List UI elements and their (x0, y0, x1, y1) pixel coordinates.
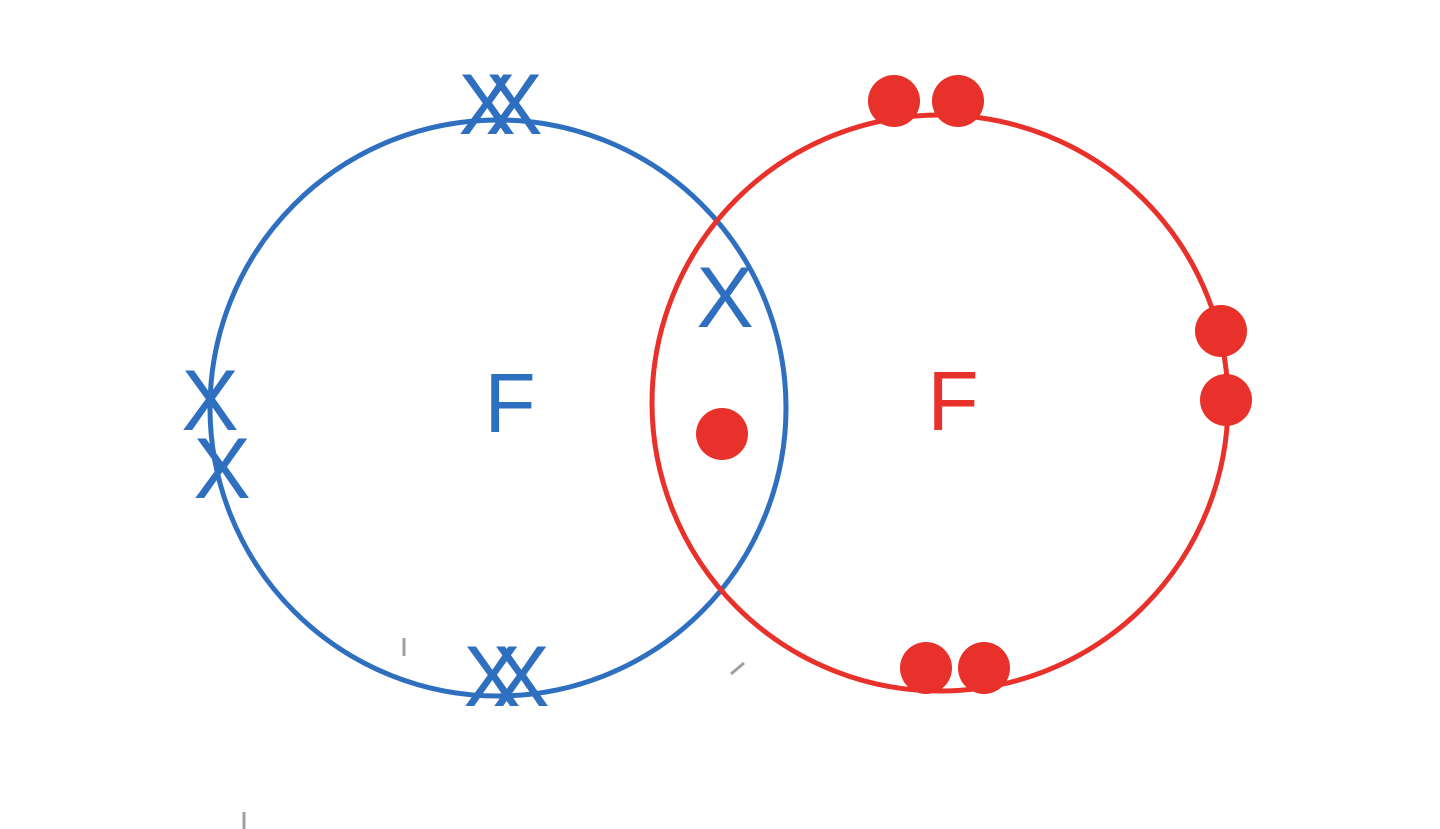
stray-mark-2 (730, 661, 745, 676)
left-bottom-cross-2: X (492, 629, 549, 725)
right-top-dot-2 (932, 75, 984, 127)
left-bottom-cross-1: X (463, 629, 520, 725)
right-bottom-dot-1 (900, 642, 952, 694)
right-top-dot-1 (868, 75, 920, 127)
shared-dot (696, 408, 748, 460)
left-side-cross-1: X (181, 353, 238, 449)
left-atom-shell (207, 117, 789, 699)
right-atom-label: F (927, 354, 978, 448)
left-side-cross-2: X (193, 421, 250, 517)
left-top-cross-2: X (485, 57, 542, 153)
right-bottom-dot-2 (958, 642, 1010, 694)
shared-cross: X (696, 250, 753, 346)
right-side-dot-1 (1195, 305, 1247, 357)
right-side-dot-2 (1200, 374, 1252, 426)
left-atom-label: F (484, 356, 535, 450)
left-top-cross-1: X (458, 57, 515, 153)
